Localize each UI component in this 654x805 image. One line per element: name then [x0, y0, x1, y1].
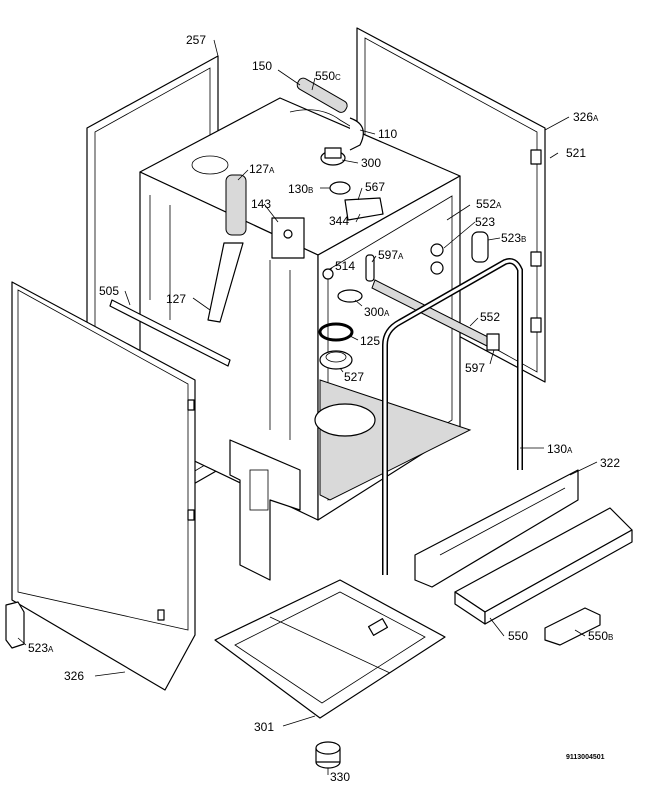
hub-300a — [337, 289, 363, 303]
clip-597a — [365, 254, 375, 282]
clip-597 — [486, 333, 500, 351]
label-521: 521 — [566, 146, 586, 160]
hose-550c — [296, 77, 348, 113]
label-527: 527 — [344, 370, 364, 384]
label-150: 150 — [252, 59, 272, 73]
channel-127 — [207, 242, 244, 323]
label-127a: 127A — [249, 162, 275, 176]
label-322: 322 — [600, 456, 620, 470]
label-127: 127 — [166, 292, 186, 306]
label-523a: 523A — [28, 641, 54, 655]
filter-527 — [319, 350, 353, 370]
front-frame-left — [229, 439, 301, 581]
label-567: 567 — [365, 180, 385, 194]
label-344: 344 — [329, 214, 349, 228]
bracket-550b — [544, 607, 601, 646]
label-257: 257 — [186, 33, 206, 47]
ring-130b — [329, 181, 351, 195]
cap-300 — [320, 147, 346, 166]
label-552: 552 — [480, 310, 500, 324]
strip-505 — [109, 299, 231, 367]
label-130b: 130B — [288, 182, 313, 196]
hose-110 — [349, 117, 364, 151]
label-301: 301 — [254, 720, 274, 734]
gasket-125 — [318, 322, 354, 342]
base-rail-550 — [454, 507, 633, 625]
bracket-143 — [271, 217, 305, 259]
leader-lines — [17, 39, 598, 775]
diagram-reference-code: 9113004501 — [566, 754, 605, 761]
label-330: 330 — [330, 770, 350, 784]
part-labels: 257 150 550C 326A 110 521 300 127A 130B … — [28, 33, 620, 784]
label-130a: 130A — [547, 442, 573, 456]
bracket-523a — [5, 601, 25, 649]
label-550: 550 — [508, 629, 528, 643]
label-550c: 550C — [315, 69, 341, 83]
valve-523 — [430, 231, 489, 275]
label-143: 143 — [251, 197, 271, 211]
label-326: 326 — [64, 669, 84, 683]
base-tray-301 — [214, 579, 446, 719]
door-panel-326 — [11, 281, 196, 691]
rail-bracket-322 — [414, 469, 579, 588]
label-550b: 550B — [588, 629, 613, 643]
label-326a: 326A — [573, 110, 599, 124]
label-523: 523 — [475, 215, 495, 229]
label-523b: 523B — [501, 231, 526, 245]
label-300a: 300A — [364, 305, 390, 319]
rack-130a — [382, 258, 523, 575]
label-597: 597 — [465, 361, 485, 375]
label-514: 514 — [335, 259, 355, 273]
label-110: 110 — [378, 127, 397, 141]
label-125: 125 — [360, 334, 380, 348]
label-552a: 552A — [476, 197, 502, 211]
plug-514 — [322, 268, 334, 280]
label-300: 300 — [361, 156, 381, 170]
bracket-344 — [344, 197, 384, 221]
tube-127a — [225, 174, 247, 236]
label-597a: 597A — [378, 248, 404, 262]
foot-330 — [315, 741, 341, 769]
label-505: 505 — [99, 284, 119, 298]
